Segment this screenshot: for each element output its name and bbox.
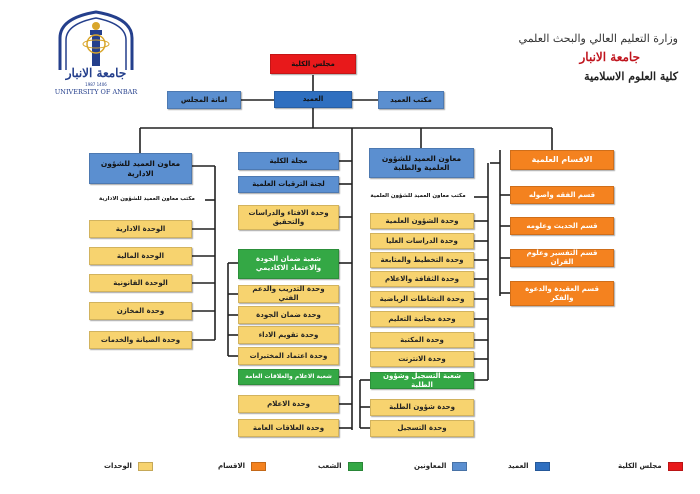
admin-unit: الوحدة المالية: [89, 247, 192, 265]
legend-label: الشعب: [318, 462, 342, 470]
scientific-assistant-office: مكتب معاون العميد للشؤون العلمية: [370, 193, 466, 199]
legend-item-divisions: الشعب: [318, 459, 363, 473]
scientific-unit: وحدة الثقافة والاعلام: [370, 271, 474, 287]
quality-unit: وحدة التدريب والدعم الفني: [238, 285, 339, 303]
legend-label: الوحدات: [104, 462, 132, 470]
quality-unit: وحدة تقويم الاداء: [238, 326, 339, 344]
college-name: كلية العلوم الاسلامية: [584, 70, 678, 83]
college-journal-box: مجلة الكلية: [238, 152, 339, 170]
legend-label: مجلس الكلية: [618, 462, 662, 470]
university-logo: جامعة الانبار 1987 1406 UNIVERSITY OF AN…: [52, 8, 140, 98]
admin-unit: الوحدة القانونية: [89, 274, 192, 292]
legend-item-dean: العميد: [508, 459, 550, 473]
legend-swatch: [251, 461, 267, 471]
ministry-name: وزارة التعليم العالي والبحث العلمي: [518, 32, 678, 45]
logo-years: 1987 1406: [85, 82, 107, 87]
media-unit: وحدة العلاقات العامة: [238, 419, 339, 437]
scientific-unit: وحدة النشاطات الرياضية: [370, 291, 474, 307]
legend-item-council: مجلس الكلية: [618, 459, 683, 473]
scientific-assistant-box: معاون العميد للشؤون العلمية والطلبة: [369, 148, 474, 178]
fatwa-unit-box: وحدة الافتاء والدراسات والتحقيق: [238, 205, 339, 230]
quality-unit: وحدة اعتماد المختبرات: [238, 347, 339, 365]
scientific-unit: وحدة الانترنت: [370, 351, 474, 367]
admin-unit: وحدة الصيانة والخدمات: [89, 331, 192, 349]
registration-unit: وحدة شؤون الطلبة: [370, 399, 474, 416]
logo-caption: UNIVERSITY OF ANBAR: [54, 88, 138, 96]
legend-swatch: [667, 461, 683, 471]
admin-unit: وحدة المخازن: [89, 302, 192, 320]
admin-assistant-box: معاون العميد للشؤون الادارية: [89, 153, 192, 184]
legend-label: العميد: [508, 462, 529, 470]
quality-division-box: شعبة ضمان الجودة والاعتماد الاكاديمي: [238, 249, 339, 279]
media-division-box: شعبة الاعلام والعلاقات العامة: [238, 369, 339, 385]
scientific-unit: وحدة مجانية التعليم: [370, 311, 474, 327]
dean-box: العميد: [274, 91, 352, 108]
legend-label: الاقسام: [218, 462, 246, 470]
department-box: قسم الفقه واصوله: [510, 186, 614, 204]
legend-swatch: [347, 461, 363, 471]
registration-division-box: شعبة التسجيل وشؤون الطلبة: [370, 372, 474, 389]
scientific-unit: وحدة المكتبة: [370, 332, 474, 348]
legend-swatch: [137, 461, 153, 471]
scientific-unit: وحدة التخطيط والمتابعة: [370, 252, 474, 268]
department-box: قسم الحديث وعلومه: [510, 217, 614, 235]
legend-swatch: [534, 461, 550, 471]
council-secretariat-box: امانة المجلس: [167, 91, 241, 109]
registration-unit: وحدة التسجيل: [370, 420, 474, 437]
admin-assistant-office: مكتب معاون العميد للشؤون الادارية: [99, 196, 195, 202]
college-council-box: مجلس الكلية: [270, 54, 356, 74]
media-unit: وحدة الاعلام: [238, 395, 339, 413]
legend-item-units: الوحدات: [104, 459, 153, 473]
department-box: قسم العقيدة والدعوة والفكر: [510, 281, 614, 306]
scientific-unit: وحدة الدراسات العليا: [370, 233, 474, 249]
dean-office-box: مكتب العميد: [378, 91, 444, 109]
quality-unit: وحدة ضمان الجودة: [238, 306, 339, 324]
scientific-unit: وحدة الشؤون العلمية: [370, 213, 474, 229]
logo-arabic-text: جامعة الانبار: [65, 66, 127, 80]
promotions-committee-box: لجنة الترقيات العلمية: [238, 176, 339, 193]
legend-item-departments: الاقسام: [218, 459, 267, 473]
department-box: قسم التفسير وعلوم القران: [510, 249, 614, 267]
legend-swatch: [452, 461, 468, 471]
legend-label: المعاونين: [414, 462, 447, 470]
legend-item-assistants: المعاونين: [414, 459, 468, 473]
admin-unit: الوحدة الادارية: [89, 220, 192, 238]
university-emblem-icon: [58, 10, 134, 70]
departments-head-box: الاقسام العلمية: [510, 150, 614, 170]
university-name: جامعة الانبار: [579, 50, 641, 64]
